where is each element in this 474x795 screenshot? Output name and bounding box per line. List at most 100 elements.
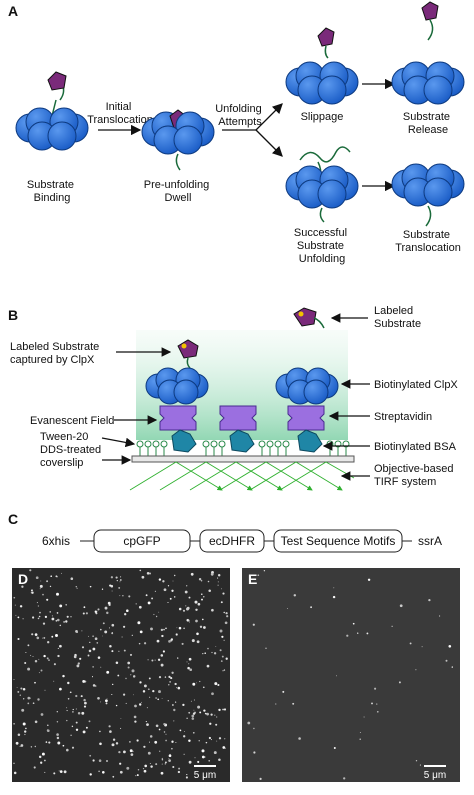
scale-bar-e-label: 5 μm [424,770,446,781]
fluorescent-spot [217,584,219,586]
fluorescent-spot [19,745,21,748]
fluorescent-spot [199,711,202,714]
fluorescent-spot [163,731,166,733]
fluorescent-spot [186,607,189,611]
scale-bar-d-label: 5 μm [194,770,216,781]
fluorescent-spot [126,766,130,770]
fluorescent-spot [164,761,167,764]
fluorescent-spot [51,617,55,621]
fluorescent-spot [81,646,85,649]
fluorescent-spot [161,757,163,760]
fluorescent-spot [209,722,212,725]
fluorescent-spot [149,763,151,765]
fluorescent-spot [66,707,68,709]
fluorescent-spot [66,748,69,752]
fluorescent-spot [204,712,207,715]
fluorescent-spot [20,687,23,690]
fluorescent-spot [222,670,224,672]
fluorescent-spot [82,612,85,615]
fluorescent-spot [187,666,190,670]
fluorescent-spot [119,581,121,583]
clpx-hexamer-binding [15,71,89,151]
segment-test-motifs-label: Test Sequence Motifs [281,534,396,548]
fluorescent-spot [116,579,118,582]
fluorescent-spot [376,710,379,713]
fluorescent-spot [97,608,100,611]
fluorescent-spot [39,584,43,588]
fluorescent-spot [139,703,142,706]
fluorescent-spot [150,765,153,768]
fluorescent-spot [157,698,160,701]
fluorescent-spot [130,674,132,676]
fluorescent-spot [399,604,403,608]
fluorescent-spot [188,657,192,661]
fluorescent-spot [220,601,223,604]
fluorescent-spot [43,636,46,639]
fluorescent-spot [25,652,27,653]
fluorescent-spot [201,749,205,753]
fluorescent-spot [168,640,171,643]
fluorescent-spot [161,758,164,761]
fluorescent-spot [428,598,431,602]
fluorescent-spot [363,716,365,718]
fluorescent-spot [122,595,124,597]
fluorescent-spot [112,775,115,778]
fluorescent-spot [70,616,72,618]
panel-a-letter: A [8,3,18,19]
fluorescent-spot [197,705,201,709]
fluorescent-spot [210,739,212,741]
fluorescent-spot [136,774,139,777]
fluorescent-spot [41,752,45,756]
fluorescent-spot [218,758,221,761]
tag-6xhis: 6xhis [42,534,70,548]
fluorescent-spot [135,775,137,777]
fluorescent-spot [89,585,92,588]
fluorescent-spot [177,686,181,690]
fluorescent-spot [24,733,26,736]
fluorescent-spot [133,715,137,719]
fluorescent-spot [56,736,60,740]
fluorescent-spot [106,670,110,674]
fluorescent-spot [178,607,182,611]
fluorescent-spot [99,730,101,733]
fluorescent-spot [132,675,136,678]
fluorescent-spot [178,767,181,770]
fluorescent-spot [83,698,86,702]
captured-clpx-complex [145,339,209,405]
fluorescent-spot [61,572,62,574]
fluorescent-spot [203,596,205,598]
fluorescent-spot [143,769,147,773]
substrate-translocation-label: Substrate Translocation [395,229,461,254]
fluorescent-spot [173,596,176,598]
fluorescent-spot [109,644,112,648]
fluorescent-spot [147,601,151,605]
fluorescent-spot [415,760,418,762]
fluorescent-spot [44,771,46,773]
fluorescent-spot [145,721,147,723]
fluorescent-spot [55,634,58,637]
fluorescent-spot [102,771,105,774]
fluorescent-spot [27,644,30,647]
fluorescent-spot [225,657,228,660]
fluorescent-spot [124,613,127,616]
fluorescent-spot [46,598,49,601]
fluorescent-spot [92,759,95,762]
fluorescent-spot [203,709,206,712]
fluorescent-spot [333,747,336,749]
fluorescent-spot [217,577,219,579]
fluorescent-spot [13,596,16,599]
fluorescent-spot [120,576,122,578]
fluorescent-spot [30,746,33,748]
fluorescent-spot [23,698,25,700]
fluorescent-spot [158,578,162,581]
fluorescent-spot [148,572,152,575]
fluorescent-spot [183,753,185,755]
fluorescent-spot [168,675,171,679]
fluorescent-spot [94,610,97,613]
fluorescent-spot [132,750,134,753]
fluorescent-spot [120,718,122,720]
fluorescent-spot [100,701,102,703]
fluorescent-spot [131,634,133,636]
fluorescent-spot [24,730,27,733]
fluorescent-spot [333,587,335,589]
